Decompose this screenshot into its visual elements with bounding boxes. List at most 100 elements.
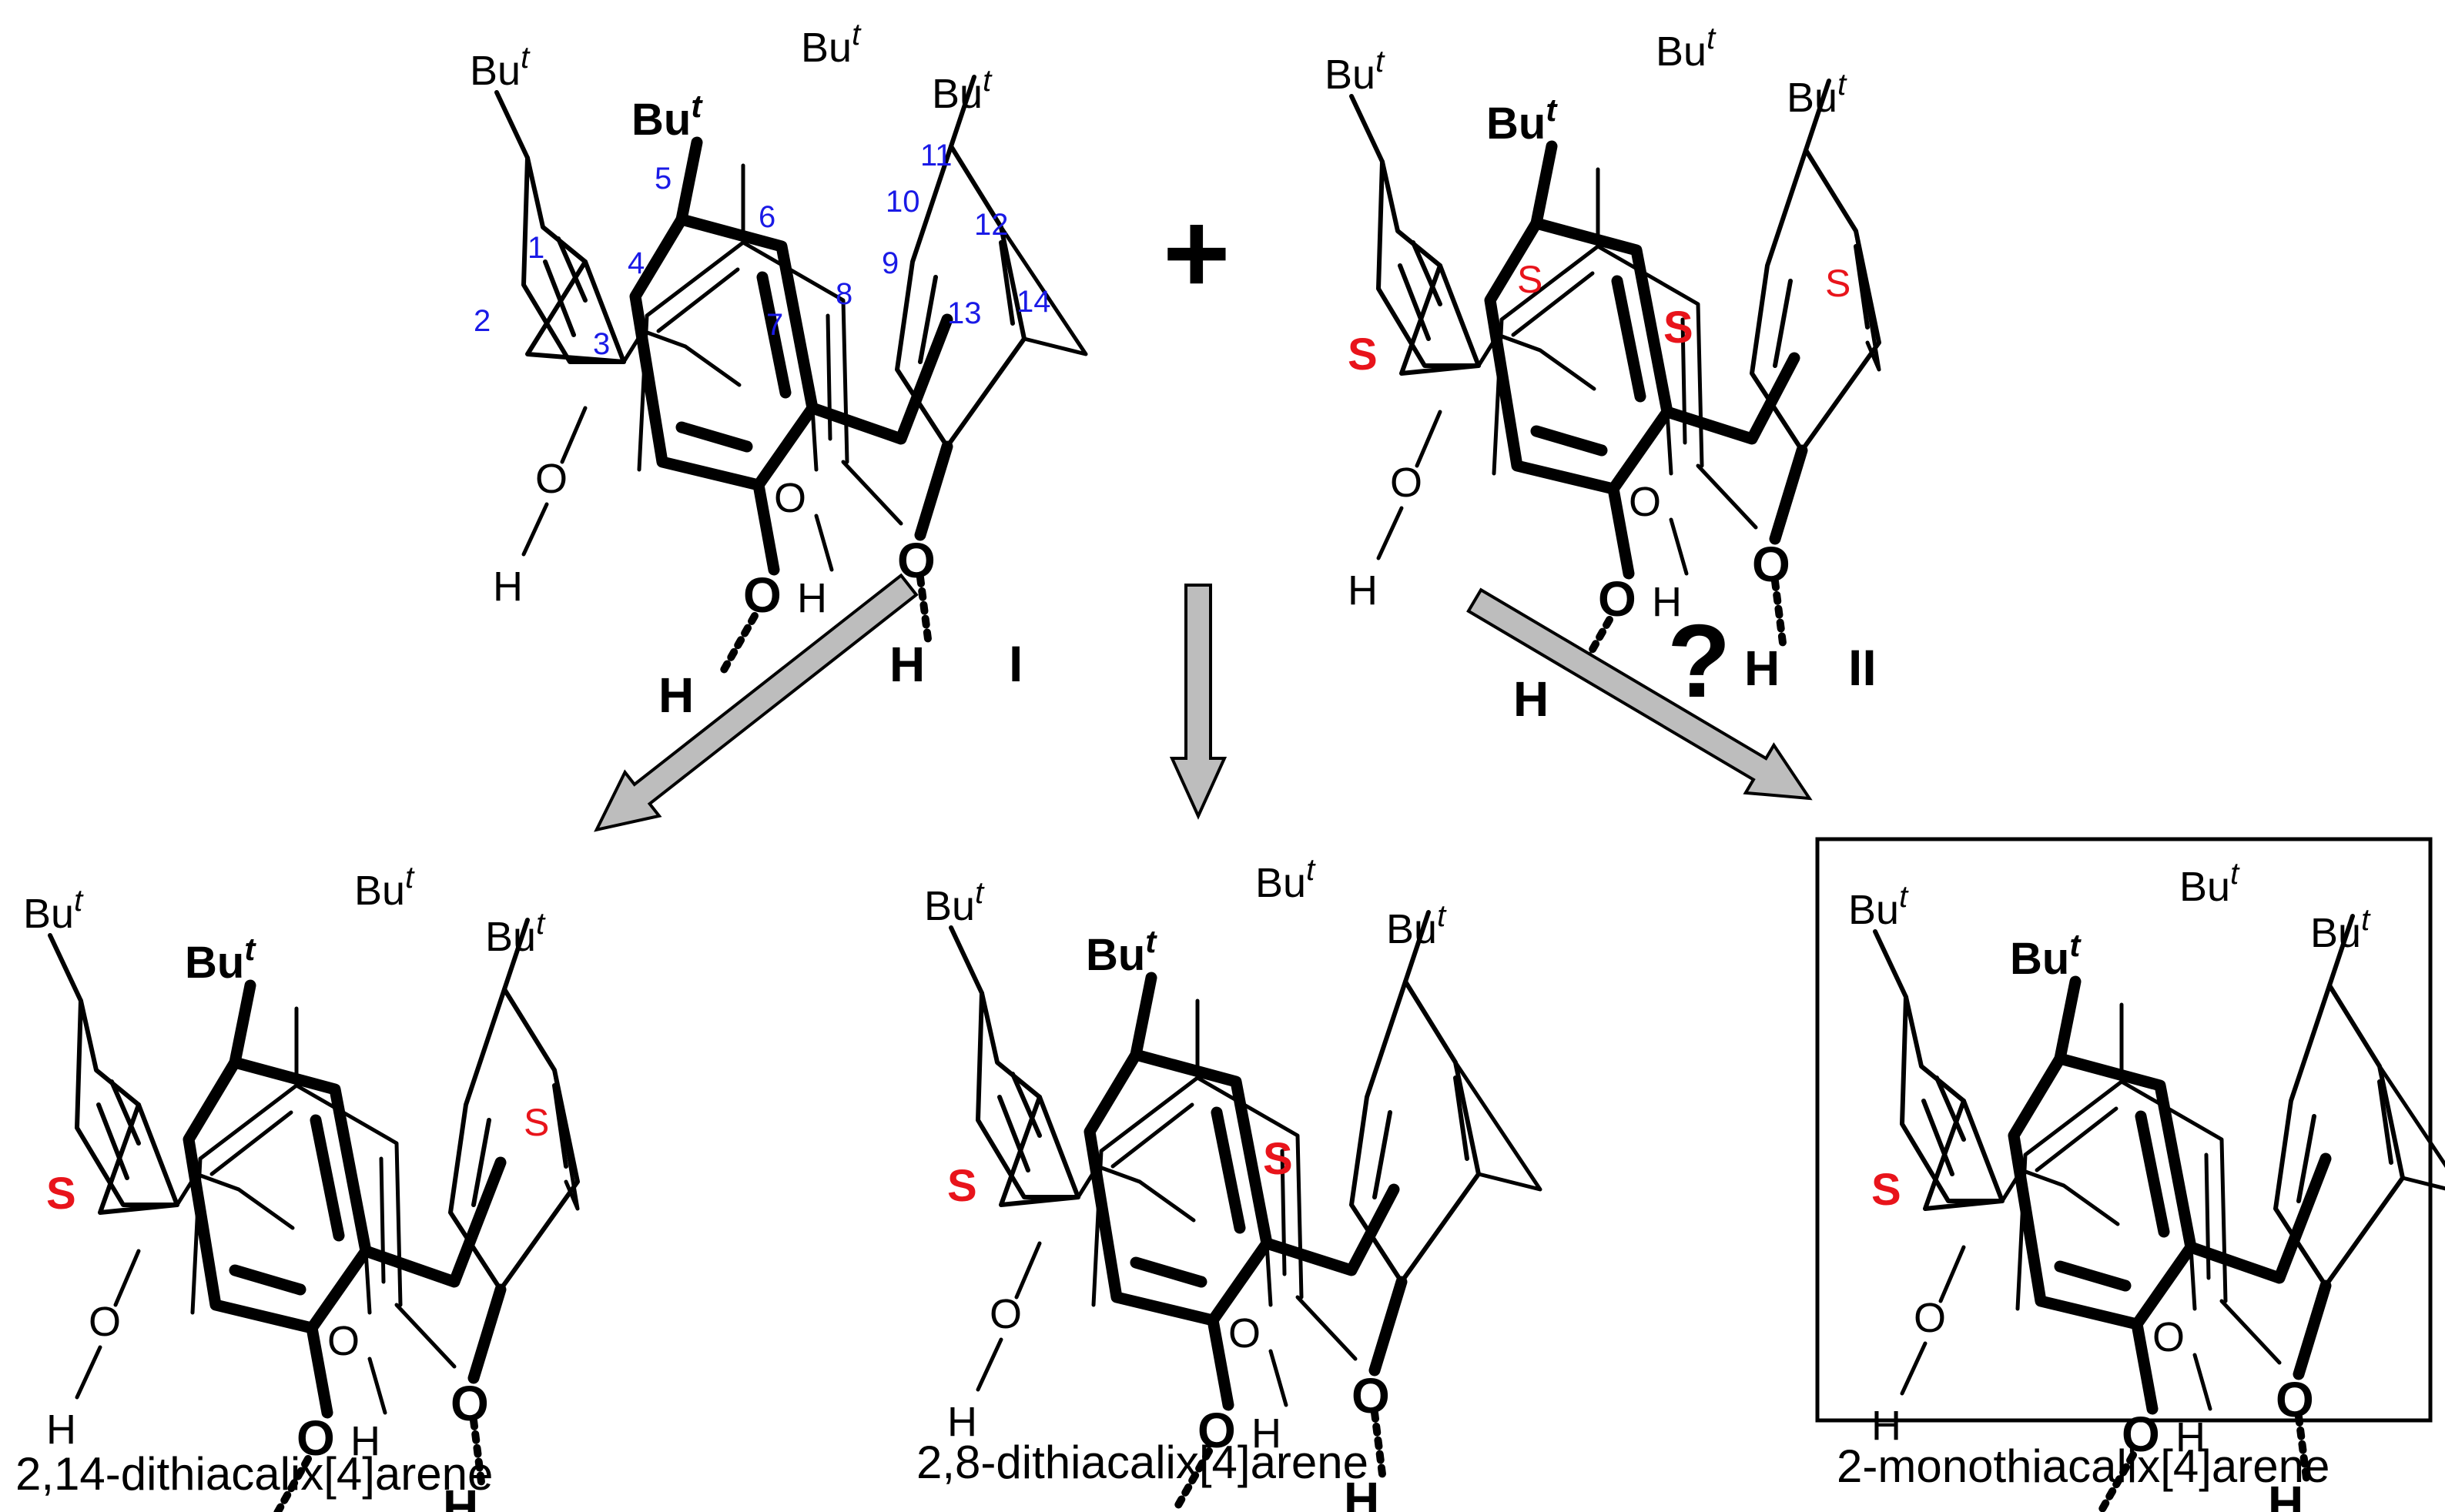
highlight-box bbox=[1815, 837, 2433, 1423]
tbu-label-bold: Bu bbox=[185, 938, 244, 988]
arrow-to-2-14 bbox=[594, 573, 919, 832]
hydroxyl-o: O bbox=[296, 1410, 335, 1466]
arrow-to-2-8 bbox=[1169, 584, 1228, 820]
svg-text:But: But bbox=[1656, 22, 1717, 75]
tbu-label-bold: Bu bbox=[2010, 934, 2069, 984]
atom-number: 14 bbox=[1017, 285, 1051, 319]
svg-text:But: But bbox=[354, 861, 415, 914]
tbu-label: Bu bbox=[924, 883, 975, 929]
hydroxyl-h: H bbox=[1348, 567, 1378, 614]
svg-text:But: But bbox=[2010, 927, 2082, 985]
atom-number: 3 bbox=[593, 327, 610, 361]
hydroxyl-h: H bbox=[2037, 1507, 2072, 1512]
arrow-to-2-mono bbox=[1466, 587, 1813, 801]
sulfur-atom: S bbox=[524, 1101, 549, 1144]
atom-number: 9 bbox=[882, 246, 899, 280]
hydroxyl-o: O bbox=[1228, 1310, 1261, 1356]
svg-text:But: But bbox=[631, 88, 703, 146]
sulfur-atom: S bbox=[947, 1161, 977, 1211]
hydroxyl-h: H bbox=[1652, 579, 1682, 625]
hydroxyl-h: H bbox=[889, 637, 925, 692]
hydroxyl-o: O bbox=[743, 567, 782, 623]
reaction-arrows bbox=[594, 573, 1813, 832]
hydroxyl-h: H bbox=[658, 667, 694, 723]
compound-label-II: II bbox=[1848, 639, 1877, 696]
atom-number: 12 bbox=[974, 208, 1009, 242]
hydroxyl-o: O bbox=[1390, 460, 1422, 506]
tbu-label: Bu bbox=[1386, 906, 1437, 952]
tbu-label: Bu bbox=[470, 48, 521, 94]
tbu-label: Bu bbox=[1848, 887, 1899, 933]
hydroxyl-h: H bbox=[46, 1407, 76, 1453]
tbu-label: Bu bbox=[932, 71, 983, 117]
atom-number: 4 bbox=[628, 246, 645, 280]
hydroxyl-h: H bbox=[1251, 1410, 1281, 1457]
svg-text:But: But bbox=[1386, 899, 1447, 952]
atom-number: 1 bbox=[528, 231, 544, 265]
atom-number: 8 bbox=[836, 277, 852, 311]
product-2-monothia: But But But But S O H O H O H O H bbox=[1848, 857, 2445, 1512]
hydroxyl-o: O bbox=[1752, 537, 1790, 592]
compound-I: But But But But O H O H O H O H I 1 2 3 … bbox=[470, 18, 1086, 723]
sulfur-atom: S bbox=[1263, 1134, 1293, 1184]
tbu-label: Bu bbox=[1325, 52, 1375, 98]
hydroxyl-o: O bbox=[1351, 1368, 1390, 1423]
svg-text:But: But bbox=[470, 41, 531, 94]
tbu-label: Bu bbox=[23, 891, 74, 937]
plus-sign: + bbox=[1163, 188, 1231, 317]
product-2-8-dithia: But But But But S S O H O H O H O H bbox=[924, 853, 1540, 1512]
sulfur-atom: S bbox=[1663, 303, 1693, 353]
svg-text:But: But bbox=[924, 876, 985, 929]
hydroxyl-o: O bbox=[1197, 1403, 1236, 1458]
hydroxyl-h: H bbox=[2268, 1476, 2303, 1512]
hydroxyl-o: O bbox=[990, 1291, 1022, 1337]
compound-II: But But But But S S S S O H O H O H O H … bbox=[1325, 22, 1879, 727]
svg-text:But: But bbox=[1086, 923, 1157, 981]
atom-numbering: 1 2 3 4 5 6 7 8 9 10 11 12 13 14 bbox=[474, 139, 1051, 361]
product-name-2-mono: 2-monothiacalix[4]arene bbox=[1837, 1440, 2329, 1492]
product-name-2-8: 2,8-dithiacalix[4]arene bbox=[916, 1437, 1368, 1488]
sulfur-atom: S bbox=[46, 1169, 76, 1219]
svg-text:But: But bbox=[1325, 45, 1385, 98]
product-name-2-14: 2,14-dithiacalix[4]arene bbox=[15, 1448, 493, 1500]
tbu-label: Bu bbox=[2310, 910, 2361, 956]
svg-text:But: But bbox=[2179, 857, 2240, 910]
hydroxyl-o: O bbox=[1629, 479, 1661, 525]
tbu-label: Bu bbox=[1656, 28, 1706, 75]
hydroxyl-h: H bbox=[350, 1418, 380, 1464]
sulfur-atom: S bbox=[1825, 262, 1850, 305]
svg-text:But: But bbox=[801, 18, 862, 71]
tbu-label: Bu bbox=[2179, 864, 2230, 910]
tbu-label: Bu bbox=[1255, 860, 1306, 906]
svg-text:But: But bbox=[23, 884, 84, 937]
svg-text:But: But bbox=[185, 931, 256, 988]
hydroxyl-h: H bbox=[212, 1510, 247, 1512]
sulfur-atom: S bbox=[1871, 1165, 1901, 1215]
hydroxyl-o: O bbox=[535, 456, 568, 502]
tbu-label: Bu bbox=[354, 868, 405, 914]
svg-text:But: But bbox=[932, 64, 993, 117]
hydroxyl-o: O bbox=[774, 475, 806, 521]
svg-text:But: But bbox=[1255, 853, 1316, 906]
product-2-14-dithia: But But But But S S O H O H O H O H bbox=[23, 861, 578, 1512]
sulfur-atom: S bbox=[1517, 258, 1542, 301]
hydroxyl-h: H bbox=[443, 1480, 478, 1512]
sulfur-atom: S bbox=[1348, 329, 1378, 380]
hydroxyl-h: H bbox=[797, 575, 827, 621]
hydroxyl-h: H bbox=[2175, 1414, 2206, 1460]
atom-number: 11 bbox=[920, 139, 953, 172]
svg-text:But: But bbox=[1848, 880, 1909, 933]
atom-number: 13 bbox=[947, 296, 982, 330]
svg-text:But: But bbox=[485, 907, 546, 960]
tbu-label: Bu bbox=[801, 25, 852, 71]
atom-number: 5 bbox=[655, 162, 672, 196]
atom-number: 7 bbox=[766, 308, 783, 342]
hydroxyl-o: O bbox=[1598, 571, 1636, 627]
atom-number: 2 bbox=[474, 304, 491, 338]
tbu-label-bold: Bu bbox=[1086, 930, 1145, 980]
atom-number: 6 bbox=[759, 200, 775, 234]
hydroxyl-h: H bbox=[1513, 671, 1549, 727]
hydroxyl-o: O bbox=[2152, 1314, 2185, 1360]
svg-text:But: But bbox=[2310, 903, 2371, 956]
